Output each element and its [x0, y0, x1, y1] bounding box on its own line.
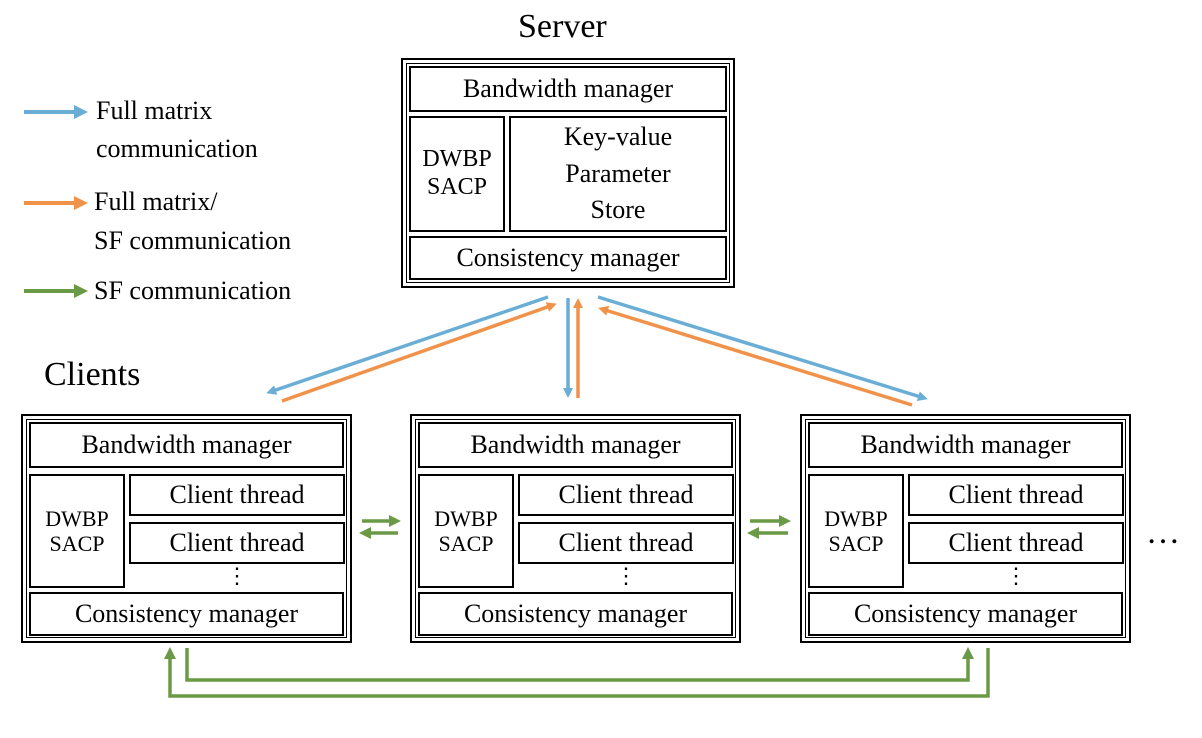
legend-orange-arrow-icon [24, 196, 88, 210]
server-dwbp-sacp: DWBP SACP [409, 116, 505, 232]
client-1-thread-1: Client thread [129, 474, 345, 516]
server-bandwidth-manager: Bandwidth manager [409, 66, 727, 112]
client-1-sacp-label: SACP [49, 531, 105, 556]
arrow-server-to-client1-blue [266, 295, 549, 395]
server-inner-frame [406, 63, 730, 283]
legend-label-full-matrix-sf-line2: SF communication [94, 226, 292, 255]
server-kv-store: Key-value Parameter Store [509, 116, 727, 232]
client-3-more-threads: ⋮ [1005, 563, 1027, 589]
clients-title: Clients [44, 356, 141, 393]
client-3-dwbp-sacp: DWBP SACP [808, 474, 904, 588]
arrow-client3-to-server-orange [598, 305, 913, 407]
client-3-thread-2: Client thread [908, 522, 1124, 564]
client-2-thread-2: Client thread [518, 522, 734, 564]
client-3-inner-frame [805, 419, 1126, 638]
legend-label-sf: SF communication [94, 276, 292, 305]
client-2-thread-1: Client thread [518, 474, 734, 516]
legend-label-full-matrix-line1: Full matrix [96, 96, 213, 125]
client-1-thread-2: Client thread [129, 522, 345, 564]
client-box-2: Bandwidth manager DWBP SACP Client threa… [410, 414, 741, 643]
client-1-inner-frame [26, 419, 347, 638]
more-clients-ellipsis: … [1146, 514, 1180, 551]
client-2-sacp-label: SACP [438, 531, 494, 556]
server-store-line-2: Parameter [565, 158, 671, 188]
client-3-thread-1: Client thread [908, 474, 1124, 516]
server-dwbp-label: DWBP [422, 146, 492, 173]
client-1-more-threads: ⋮ [226, 563, 248, 589]
arrow-server-to-client3-blue [597, 295, 928, 402]
legend-label-full-matrix-line2: communication [96, 134, 258, 163]
arrow-client1-to-client3-green [185, 647, 974, 682]
client-1-consistency-manager: Consistency manager [29, 592, 344, 636]
client-3-bandwidth-manager: Bandwidth manager [808, 422, 1123, 468]
client-3-dwbp-label: DWBP [824, 505, 888, 531]
client-3-sacp-label: SACP [828, 531, 884, 556]
server-title: Server [518, 8, 607, 45]
client-1-dwbp-label: DWBP [45, 505, 109, 531]
legend-blue-arrow-icon [24, 105, 88, 119]
server-box: Bandwidth manager DWBP SACP Key-value Pa… [401, 58, 735, 288]
client-1-bandwidth-manager: Bandwidth manager [29, 422, 344, 468]
client-2-consistency-manager: Consistency manager [418, 592, 733, 636]
client-1-dwbp-sacp: DWBP SACP [29, 474, 125, 588]
client-2-dwbp-label: DWBP [434, 505, 498, 531]
legend-label-full-matrix-sf-line1: Full matrix/ [94, 187, 218, 216]
arrow-client3-to-client1-green [164, 647, 990, 698]
legend-green-arrow-icon [24, 284, 88, 298]
server-store-line-1: Key-value [563, 122, 673, 152]
server-store-line-3: Store [590, 195, 646, 225]
client-box-1: Bandwidth manager DWBP SACP Client threa… [21, 414, 352, 643]
client-box-3: Bandwidth manager DWBP SACP Client threa… [800, 414, 1131, 643]
arrow-client1-to-server-orange [281, 302, 557, 403]
client-2-dwbp-sacp: DWBP SACP [418, 474, 514, 588]
server-consistency-manager: Consistency manager [409, 236, 727, 280]
client-2-bandwidth-manager: Bandwidth manager [418, 422, 733, 468]
client-2-inner-frame [415, 419, 736, 638]
server-sacp-label: SACP [426, 174, 488, 200]
client-2-more-threads: ⋮ [615, 563, 637, 589]
client-3-consistency-manager: Consistency manager [808, 592, 1123, 636]
